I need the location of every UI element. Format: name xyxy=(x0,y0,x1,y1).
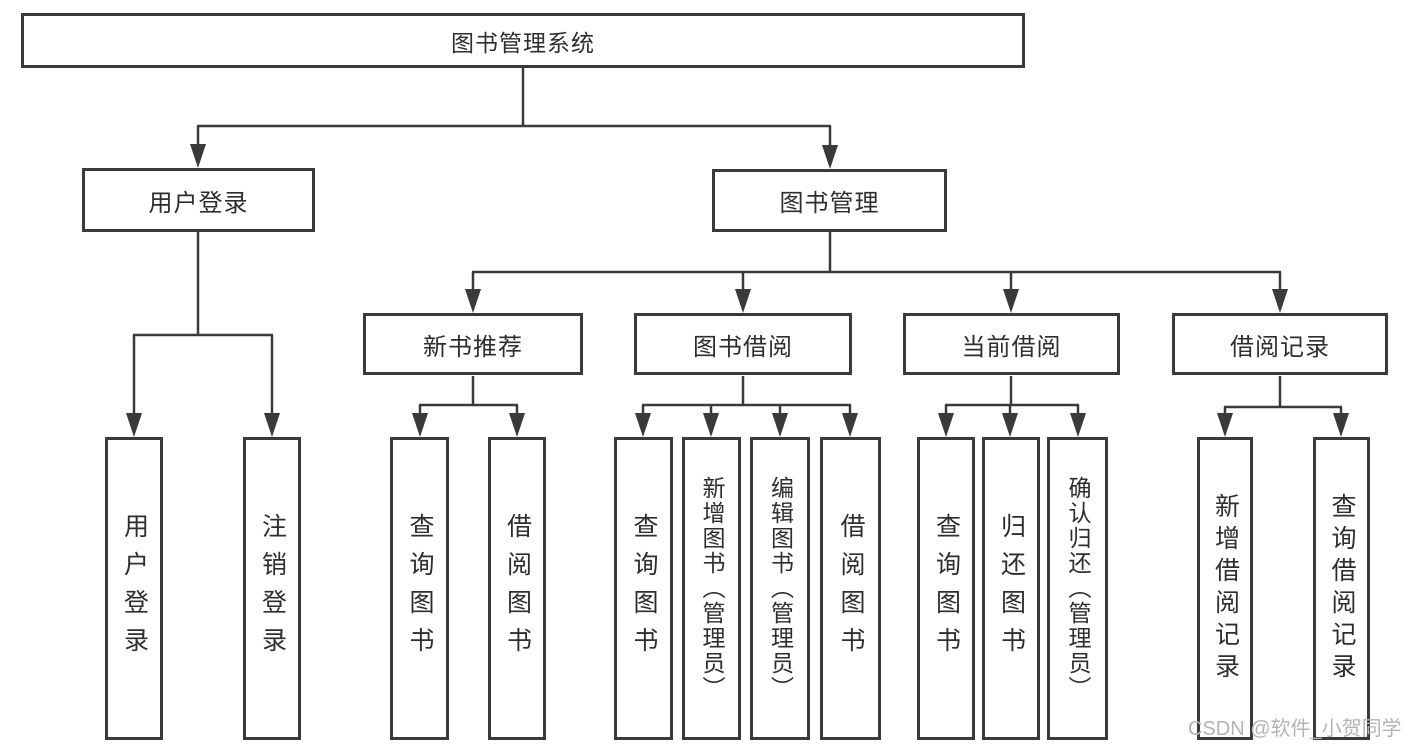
node-current-borrowing: 当前借阅 xyxy=(903,313,1120,375)
leaf-bb-add-book-admin: 新增图书（管理员） xyxy=(682,437,741,740)
node-label: 查询图书 xyxy=(406,512,434,665)
node-label: 注销登录 xyxy=(258,512,287,665)
node-label: 借阅记录 xyxy=(1230,333,1330,361)
leaf-bb-borrow-books: 借阅图书 xyxy=(820,437,881,740)
node-label: 查询图书 xyxy=(932,512,961,665)
node-label: 图书借阅 xyxy=(693,333,793,361)
leaf-cb-confirm-return-admin: 确认归还（管理员） xyxy=(1047,437,1108,740)
node-label: 借阅图书 xyxy=(503,512,532,665)
leaf-nbr-query-books: 查询图书 xyxy=(390,437,449,740)
node-label: 当前借阅 xyxy=(961,333,1062,361)
leaf-br-add-borrow-record: 新增借阅记录 xyxy=(1197,437,1253,740)
csdn-watermark: CSDN @软件_小贺同学 xyxy=(1188,718,1402,740)
leaf-bb-edit-book-admin: 编辑图书（管理员） xyxy=(750,437,810,740)
node-label: 新书推荐 xyxy=(423,333,523,361)
leaf-nbr-borrow-books: 借阅图书 xyxy=(488,437,546,740)
node-label: 新增图书（管理员） xyxy=(699,476,725,701)
node-label: 查询借阅记录 xyxy=(1328,492,1356,685)
node-label: 图书管理系统 xyxy=(451,29,595,56)
leaf-br-query-borrow-record: 查询借阅记录 xyxy=(1313,437,1370,740)
leaf-logout: 注销登录 xyxy=(243,437,301,740)
node-borrowing-records: 借阅记录 xyxy=(1172,313,1388,375)
leaf-bb-query-books: 查询图书 xyxy=(614,437,673,740)
node-label: 编辑图书（管理员） xyxy=(767,476,794,701)
node-label: 查询图书 xyxy=(630,512,658,665)
node-label: 新增借阅记录 xyxy=(1211,492,1240,685)
node-label: 图书管理 xyxy=(779,190,880,217)
node-user-login: 用户登录 xyxy=(82,168,315,232)
node-label: 用户登录 xyxy=(120,512,149,665)
node-label: 用户登录 xyxy=(148,189,249,217)
node-label: 归还图书 xyxy=(997,512,1026,665)
leaf-cb-query-books: 查询图书 xyxy=(917,437,975,740)
node-label: 确认归还（管理员） xyxy=(1065,476,1091,701)
node-label: 借阅图书 xyxy=(837,512,865,665)
node-book-management: 图书管理 xyxy=(712,169,947,232)
leaf-cb-return-books: 归还图书 xyxy=(982,437,1040,740)
node-new-book-recommendation: 新书推荐 xyxy=(363,313,583,375)
node-book-borrowing: 图书借阅 xyxy=(634,313,852,375)
leaf-user-login: 用户登录 xyxy=(105,437,163,740)
node-library-management-system: 图书管理系统 xyxy=(21,13,1025,68)
